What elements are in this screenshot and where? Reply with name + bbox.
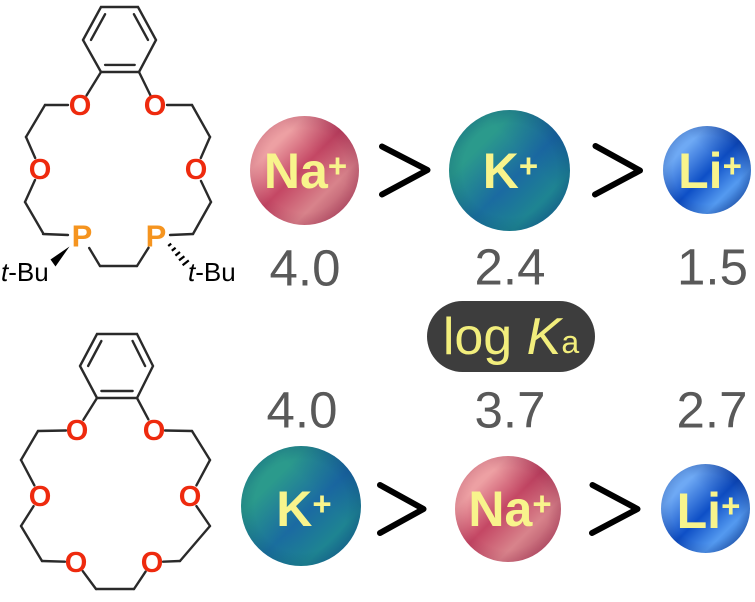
- svg-text:O: O: [69, 90, 92, 122]
- svg-text:O: O: [143, 415, 166, 447]
- svg-text:O: O: [66, 415, 89, 447]
- svg-text:P: P: [146, 219, 167, 254]
- svg-text:O: O: [144, 90, 167, 122]
- svg-text:O: O: [29, 481, 52, 513]
- svg-text:P: P: [72, 219, 93, 254]
- svg-text:t-Bu: t-Bu: [1, 257, 49, 287]
- svg-text:O: O: [179, 481, 202, 513]
- svg-text:O: O: [141, 547, 164, 579]
- svg-text:t-Bu: t-Bu: [188, 257, 236, 287]
- svg-text:O: O: [65, 547, 88, 579]
- svg-text:O: O: [29, 154, 52, 186]
- svg-text:O: O: [185, 154, 208, 186]
